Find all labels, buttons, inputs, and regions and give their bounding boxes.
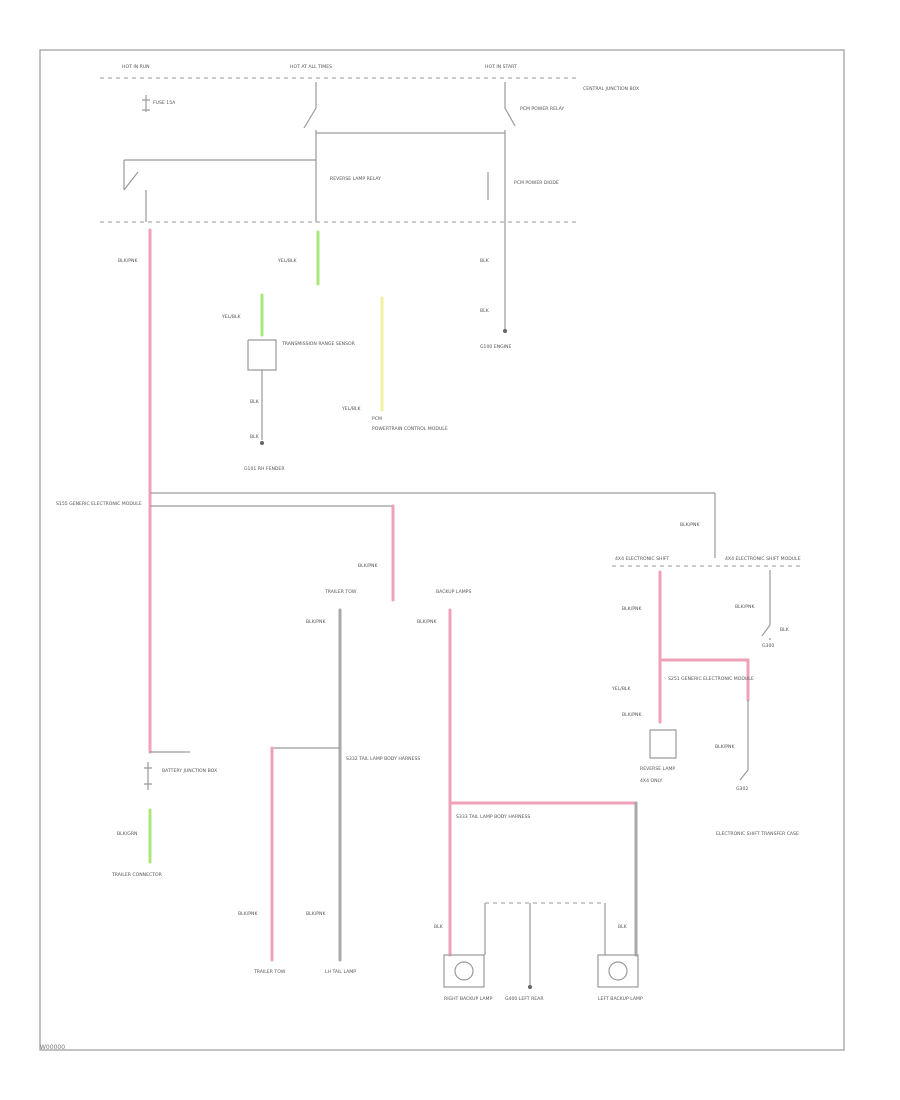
label-bottom-mid: LH TAIL LAMP (325, 969, 356, 975)
trans-ground-node (260, 441, 264, 445)
far-right-switch (739, 769, 749, 781)
label-bottom-mid-wire: BLK/PNK (306, 911, 326, 917)
label-pcm-sub: POWERTRAIN CONTROL MODULE (372, 426, 448, 432)
label-right-top: BLK (480, 258, 490, 264)
label-fuse-bottom: BATTERY JUNCTION BOX (162, 768, 217, 774)
left-backup-lamp-bulb-icon (608, 961, 628, 981)
label-lamp-small: REVERSE LAMP (640, 766, 675, 772)
footer-code: W00000 (40, 1044, 66, 1051)
label-bottom-left-wire: BLK/PNK (238, 911, 258, 917)
label-ground-bottom-left: TRAILER CONNECTOR (111, 872, 163, 878)
trans-sensor-box (247, 339, 277, 440)
label-far-right-wire-b: BLK/PNK (715, 744, 735, 750)
label-fuse-bottom-wire: BLK/GRN (117, 831, 137, 837)
right-backup-lamp-bulb-icon (454, 961, 474, 981)
label-splice-right-wire: YEL/BLK (611, 686, 632, 692)
label-relay-right: PCM POWER RELAY (520, 106, 564, 112)
label-hot-mid: HOT AT ALL TIMES (290, 64, 332, 70)
label-lamp-wire-left: BLK (434, 924, 444, 930)
label-trailer-right-wire: BLK/PNK (417, 619, 437, 625)
label-splice-bottom-b: S333 TAIL LAMP BODY HARNESS (456, 814, 530, 820)
label-far-right-gnd: G302 (736, 786, 748, 792)
label-trans-wire-3: BLK (250, 434, 260, 440)
label-lamp-small-sub: 4X4 ONLY (640, 778, 662, 784)
right-backup-lamp (443, 954, 485, 988)
label-module-right-b: 4X4 ELECTRONIC SHIFT MODULE (725, 556, 801, 562)
reverse-lamp-box (649, 729, 677, 759)
label-left-fuse: FUSE 15A (153, 100, 176, 106)
label-module-right-wire: BLK/PNK (622, 606, 642, 612)
label-relay-right2: PCM POWER DIODE (514, 180, 559, 186)
label-lamp-wire-right: BLK (618, 924, 628, 930)
label-splice-bottom-a: S332 TAIL LAMP BODY HARNESS (346, 756, 420, 762)
lamp-ground-node (528, 985, 532, 989)
label-shift-wire: BLK (780, 627, 790, 633)
label-ground-bottom-mid: G400 LEFT REAR (505, 996, 544, 1002)
label-pcm-wire: YEL/BLK (341, 406, 362, 412)
label-ground-right: G100 ENGINE (480, 344, 511, 350)
right-ground-node (503, 329, 507, 333)
label-hot-right: HOT IN START (485, 64, 517, 70)
label-trailer-left: TRAILER TOW (324, 589, 357, 595)
left-fuse-symbol (142, 95, 150, 112)
label-trans-wire-2: BLK (250, 399, 260, 405)
label-pcm: PCM (372, 416, 382, 422)
label-green-mid: YEL/BLK (277, 258, 298, 264)
label-right-bot: BLK (480, 308, 490, 314)
diagram-frame (39, 49, 845, 1051)
label-pink-left: BLK/PNK (118, 258, 138, 264)
label-relay-mid: REVERSE LAMP RELAY (330, 176, 381, 182)
label-ground-shift: G300 (762, 643, 774, 649)
label-trailer-right: BACKUP LAMPS (436, 589, 471, 595)
label-hot-left: HOT IN RUN (122, 64, 150, 70)
label-junction-box: CENTRAL JUNCTION BOX (583, 86, 639, 92)
bottom-fuse (144, 762, 152, 790)
label-splice-left: S155 GENERIC ELECTRONIC MODULE (56, 501, 142, 507)
label-bottom-left: TRAILER TOW (253, 969, 286, 975)
label-far-right-top: BLK/PNK (680, 522, 700, 528)
label-note-right: ELECTRONIC SHIFT TRANSFER CASE (716, 831, 799, 837)
label-splice-right-wire2: BLK/PNK (622, 712, 642, 718)
label-trans-wire-1: YEL/BLK (221, 314, 242, 320)
right-top-switch (504, 82, 516, 140)
label-lamp-left: RIGHT BACKUP LAMP (444, 996, 492, 1002)
label-splice-right: S251 GENERIC ELECTRONIC MODULE (668, 676, 754, 682)
mid-top-switch (303, 82, 317, 140)
label-module-right-wire2: BLK/PNK (735, 604, 755, 610)
label-trans-range: TRANSMISSION RANGE SENSOR (281, 341, 356, 347)
shift-switch (761, 624, 771, 640)
label-lamp-right: LEFT BACKUP LAMP (598, 996, 643, 1002)
left-switch-box (123, 159, 316, 191)
left-backup-lamp (597, 954, 639, 988)
label-ground-trans: G101 RH FENDER (244, 466, 285, 472)
label-module-right-a: 4X4 ELECTRONIC SHIFT (615, 556, 669, 562)
label-trailer-left-wire: BLK/PNK (306, 619, 326, 625)
label-pink-mid: BLK/PNK (358, 563, 378, 569)
